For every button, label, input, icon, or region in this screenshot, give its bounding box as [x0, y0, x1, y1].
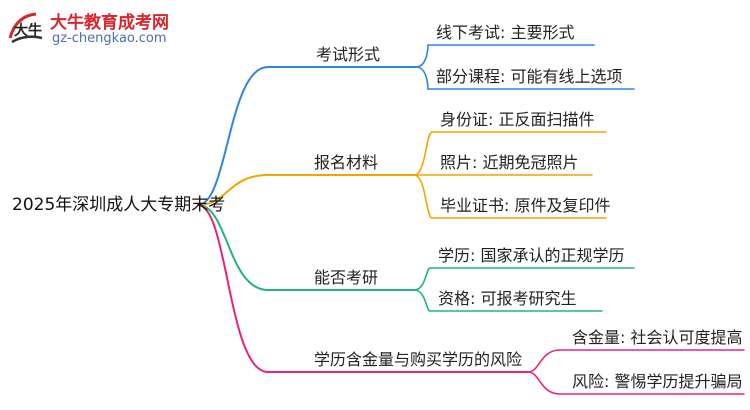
branch-label-4: 学历含金量与购买学历的风险 [314, 350, 523, 369]
branch-connector-3 [197, 204, 269, 291]
leaf-label-1-2: 部分课程: 可能有线上选项 [436, 67, 623, 86]
branch-label-2: 报名材料 [314, 153, 379, 172]
leaf-connector-3-2 [413, 289, 431, 312]
logo-url: gz-chengkao.com [52, 31, 167, 46]
leaf-connector-2-1 [413, 131, 433, 176]
branch-connector-2 [197, 174, 269, 206]
leaf-connector-4-1 [527, 349, 561, 373]
leaf-label-2-2: 照片: 近期免冠照片 [440, 153, 579, 172]
logo-mark-text: 大牛 [14, 22, 42, 39]
logo-mark-icon: 大牛 [8, 12, 43, 44]
branch-connector-1 [197, 66, 269, 206]
leaf-label-3-2: 资格: 可报考研究生 [438, 289, 577, 308]
leaf-label-4-1: 含金量: 社会认可度提高 [572, 328, 743, 347]
leaf-connector-3-1 [413, 267, 431, 291]
leaf-label-2-3: 毕业证书: 原件及复印件 [440, 196, 611, 215]
leaf-label-2-1: 身份证: 正反面扫描件 [440, 110, 595, 129]
connector-lines [197, 44, 745, 395]
leaf-connector-2-3 [413, 174, 433, 219]
leaf-label-4-2: 风险: 警惕学历提升骗局 [572, 372, 743, 391]
leaf-label-3-1: 学历: 国家承认的正规学历 [438, 246, 625, 265]
logo-name: 大牛教育成考网 [50, 13, 169, 33]
branch-label-1: 考试形式 [316, 45, 381, 64]
root-topic: 2025年深圳成人大专期末考 [12, 195, 226, 215]
branch-connector-4 [197, 204, 269, 373]
leaf-connector-4-2 [527, 371, 561, 395]
branch-label-3: 能否考研 [314, 268, 379, 287]
site-logo[interactable]: 大牛 大牛教育成考网 gz-chengkao.com [6, 6, 206, 52]
leaf-connector-1-1 [415, 44, 429, 68]
leaf-connector-1-2 [415, 66, 429, 90]
leaf-label-1-1: 线下考试: 主要形式 [436, 23, 575, 42]
